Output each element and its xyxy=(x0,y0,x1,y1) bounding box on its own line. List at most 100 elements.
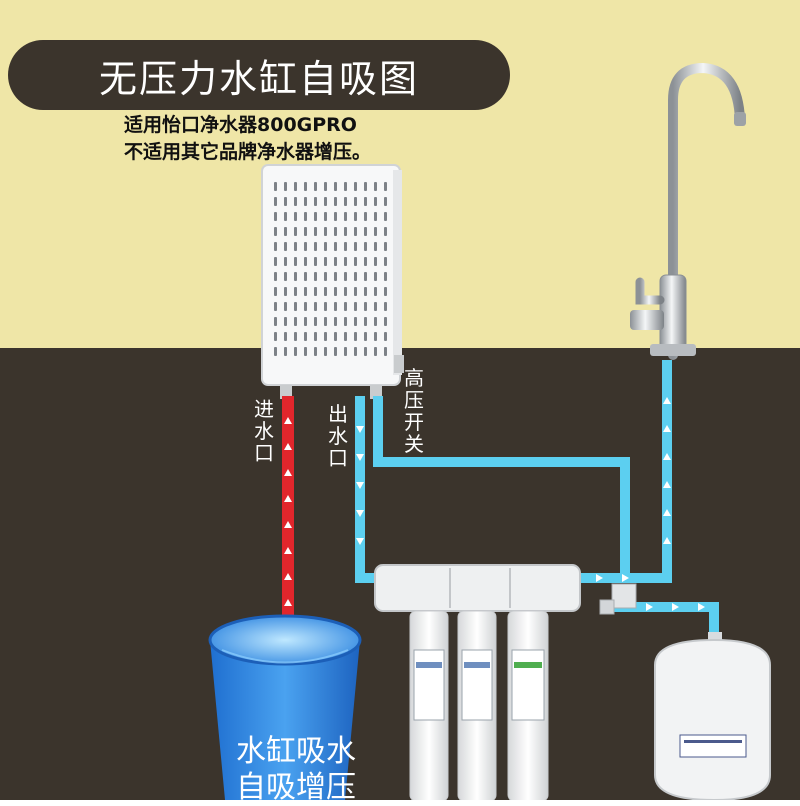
flow-arrow xyxy=(663,537,671,544)
vent-slot xyxy=(384,302,387,311)
vent-slot xyxy=(374,242,377,251)
vent-slot xyxy=(334,242,337,251)
flow-arrow xyxy=(698,603,705,611)
vent-slot xyxy=(304,212,307,221)
flow-arrow xyxy=(284,521,292,528)
vent-slot xyxy=(304,347,307,356)
vent-slot xyxy=(344,242,347,251)
vent-slot xyxy=(334,182,337,191)
filter-icon xyxy=(374,564,637,800)
vent-slot xyxy=(274,272,277,281)
vent-slot xyxy=(364,287,367,296)
vent-slot xyxy=(304,332,307,341)
flow-arrow xyxy=(663,453,671,460)
vent-slot xyxy=(334,302,337,311)
vent-slot xyxy=(274,257,277,266)
vent-slot xyxy=(384,242,387,251)
vent-slot xyxy=(344,332,347,341)
vent-slot xyxy=(344,182,347,191)
vent-slot xyxy=(364,182,367,191)
flow-arrow xyxy=(356,510,364,517)
vent-slot xyxy=(374,317,377,326)
compatibility-note: 适用怡口净水器800GPRO xyxy=(124,114,357,136)
flow-arrow xyxy=(284,469,292,476)
vent-slot xyxy=(324,317,327,326)
vent-slot xyxy=(314,317,317,326)
vent-slot xyxy=(364,227,367,236)
flow-arrow xyxy=(663,481,671,488)
vent-slot xyxy=(344,197,347,206)
vent-slot xyxy=(364,317,367,326)
vent-slot xyxy=(344,347,347,356)
flow-arrow xyxy=(284,443,292,450)
vent-slot xyxy=(374,347,377,356)
vent-slot xyxy=(354,227,357,236)
vent-slot xyxy=(274,332,277,341)
vent-slot xyxy=(354,287,357,296)
vent-slot xyxy=(324,287,327,296)
vent-slot xyxy=(384,227,387,236)
vent-slot xyxy=(354,242,357,251)
high-pressure-switch-label: 高压开关 xyxy=(404,366,424,456)
vent-slot xyxy=(274,197,277,206)
vent-slot xyxy=(284,272,287,281)
vent-slot xyxy=(364,212,367,221)
vent-slot xyxy=(364,272,367,281)
vent-slot xyxy=(354,347,357,356)
flow-arrow xyxy=(356,538,364,545)
vent-slot xyxy=(324,332,327,341)
vent-slot xyxy=(364,242,367,251)
vent-slot xyxy=(304,287,307,296)
vent-slot xyxy=(374,212,377,221)
flow-arrow xyxy=(284,573,292,580)
vent-slot xyxy=(344,227,347,236)
vent-slot xyxy=(344,272,347,281)
flow-arrow xyxy=(356,454,364,461)
vent-slot xyxy=(334,257,337,266)
vent-slot xyxy=(384,347,387,356)
vent-slot xyxy=(274,182,277,191)
vent-slot xyxy=(374,227,377,236)
vent-slot xyxy=(304,227,307,236)
vent-slot xyxy=(384,212,387,221)
vent-slot xyxy=(384,287,387,296)
vent-slot xyxy=(344,257,347,266)
vent-slot xyxy=(284,332,287,341)
vent-slot xyxy=(374,287,377,296)
vent-slot xyxy=(274,302,277,311)
flow-arrows xyxy=(284,397,705,632)
flow-arrow xyxy=(356,482,364,489)
vent-slot xyxy=(284,347,287,356)
flow-arrow xyxy=(646,603,653,611)
vent-slot xyxy=(354,272,357,281)
vent-slot xyxy=(284,212,287,221)
vent-slot xyxy=(294,332,297,341)
vent-slot xyxy=(324,227,327,236)
vent-slot xyxy=(294,272,297,281)
vent-slot xyxy=(294,197,297,206)
inlet-label: 进水口 xyxy=(254,397,274,465)
vent-slot xyxy=(314,287,317,296)
vent-slot xyxy=(344,287,347,296)
vent-slot xyxy=(354,302,357,311)
vent-slot xyxy=(274,227,277,236)
vent-slot xyxy=(314,302,317,311)
vent-slot xyxy=(274,212,277,221)
vent-slot xyxy=(334,272,337,281)
vent-slot xyxy=(294,227,297,236)
vent-slot xyxy=(344,302,347,311)
vent-slot xyxy=(374,302,377,311)
water-barrel-icon xyxy=(208,614,362,800)
vent-slot xyxy=(334,227,337,236)
vent-slot xyxy=(294,212,297,221)
vent-slot xyxy=(284,287,287,296)
vent-slot xyxy=(334,287,337,296)
vent-slot xyxy=(324,242,327,251)
flow-arrow xyxy=(596,574,603,582)
vent-slot xyxy=(324,197,327,206)
vent-slot xyxy=(334,212,337,221)
vent-slot xyxy=(324,182,327,191)
vent-slot xyxy=(294,317,297,326)
vent-slot xyxy=(384,197,387,206)
